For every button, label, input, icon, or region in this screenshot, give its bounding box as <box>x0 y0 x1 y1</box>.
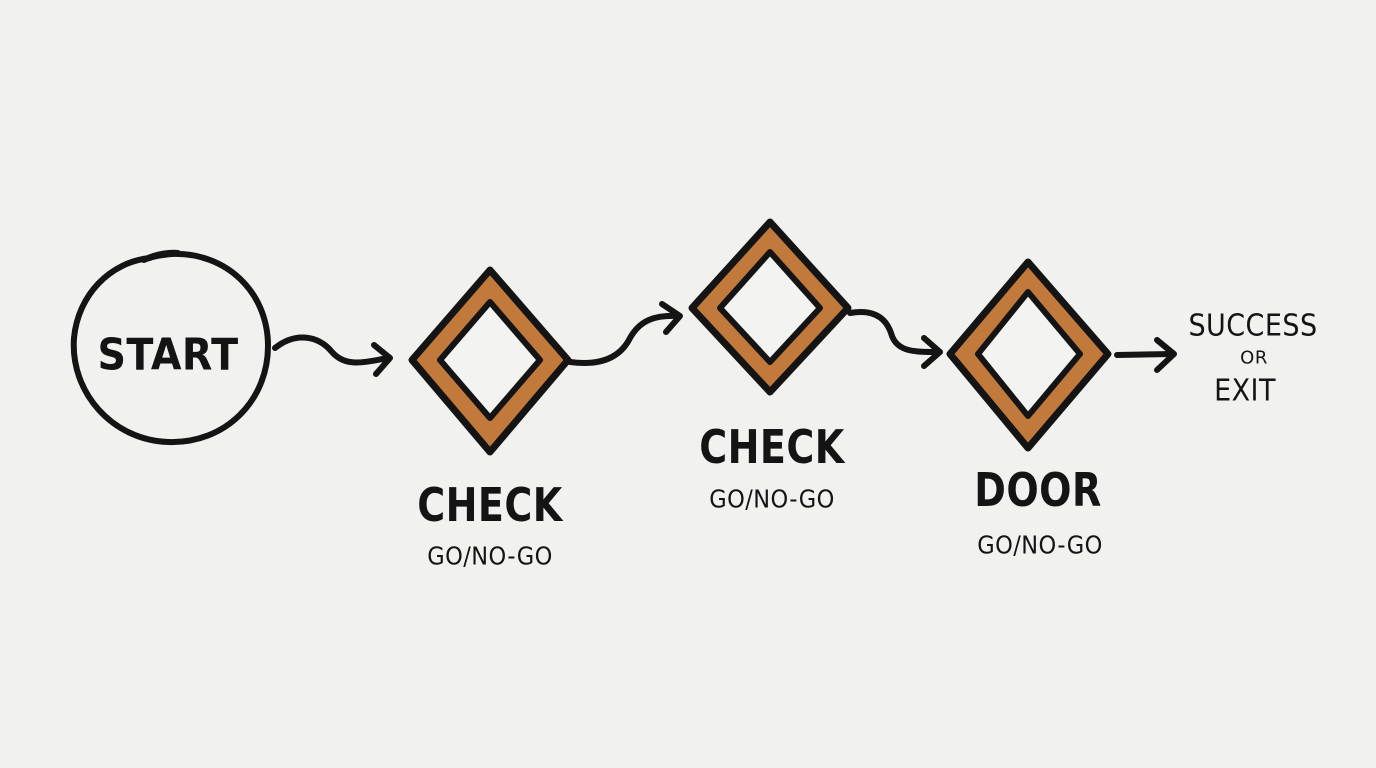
arrow-door-to-end <box>1114 337 1177 373</box>
start-circle <box>70 249 272 446</box>
arrow-check-1-to-check-2 <box>567 301 683 366</box>
start-label: START <box>97 329 239 381</box>
check-1-title: CHECK <box>417 478 563 532</box>
end-success-label: SUCCESS <box>1188 308 1318 344</box>
check-2-title: CHECK <box>699 420 845 474</box>
diamond-check-2 <box>688 218 852 396</box>
check-2-subtitle: GO/NO-GO <box>709 484 835 514</box>
door-title: DOOR <box>974 463 1102 517</box>
arrow-start-to-check-1 <box>272 334 393 377</box>
end-exit-label: EXIT <box>1214 373 1276 409</box>
diamond-door <box>946 258 1112 452</box>
end-or-label: OR <box>1240 347 1268 369</box>
diamond-check-1 <box>408 266 572 456</box>
arrow-check-2-to-door <box>847 308 943 369</box>
check-1-subtitle: GO/NO-GO <box>427 541 553 571</box>
door-subtitle: GO/NO-GO <box>977 530 1103 560</box>
